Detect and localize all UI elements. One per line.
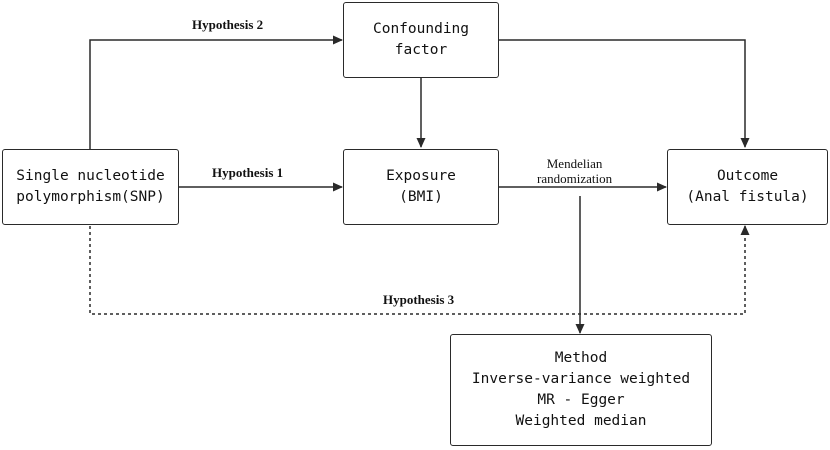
hypothesis-2-label: Hypothesis 2 bbox=[192, 17, 264, 32]
mendelian-label-line1: Mendelian bbox=[546, 156, 603, 171]
outcome-label-line1: Outcome bbox=[716, 168, 779, 184]
snp-box: Single nucleotide polymorphism(SNP) bbox=[2, 149, 179, 225]
method-item-mr-egger: MR - Egger bbox=[537, 392, 625, 408]
method-title: Method bbox=[554, 350, 608, 366]
exposure-label-line2: (BMI) bbox=[399, 189, 443, 205]
arrow-confounder-to-outcome bbox=[498, 39, 750, 148]
confounding-factor-box: Confounding factor bbox=[343, 2, 499, 78]
outcome-box: Outcome (Anal fistula) bbox=[667, 149, 828, 225]
mendelian-randomization-label: Mendelian randomization bbox=[537, 156, 612, 186]
method-box: Method Inverse-variance weighted MR - Eg… bbox=[450, 334, 712, 446]
exposure-label-line1: Exposure bbox=[386, 168, 456, 184]
method-item-ivw: Inverse-variance weighted bbox=[471, 371, 691, 387]
dotted-arrow-snp-to-outcome bbox=[89, 225, 750, 315]
snp-label-line2: polymorphism(SNP) bbox=[16, 189, 165, 205]
exposure-box: Exposure (BMI) bbox=[343, 149, 499, 225]
hypothesis-1-label: Hypothesis 1 bbox=[212, 165, 284, 180]
method-item-weighted-median: Weighted median bbox=[515, 413, 647, 429]
confounder-label-line1: Confounding bbox=[372, 21, 470, 37]
outcome-label-line2: (Anal fistula) bbox=[686, 189, 809, 205]
arrow-snp-to-confounder bbox=[89, 35, 343, 149]
hypothesis-3-label: Hypothesis 3 bbox=[383, 292, 455, 307]
mendelian-label-line2: randomization bbox=[537, 171, 613, 186]
confounder-label-line2: factor bbox=[394, 42, 448, 58]
snp-label-line1: Single nucleotide bbox=[16, 168, 165, 184]
